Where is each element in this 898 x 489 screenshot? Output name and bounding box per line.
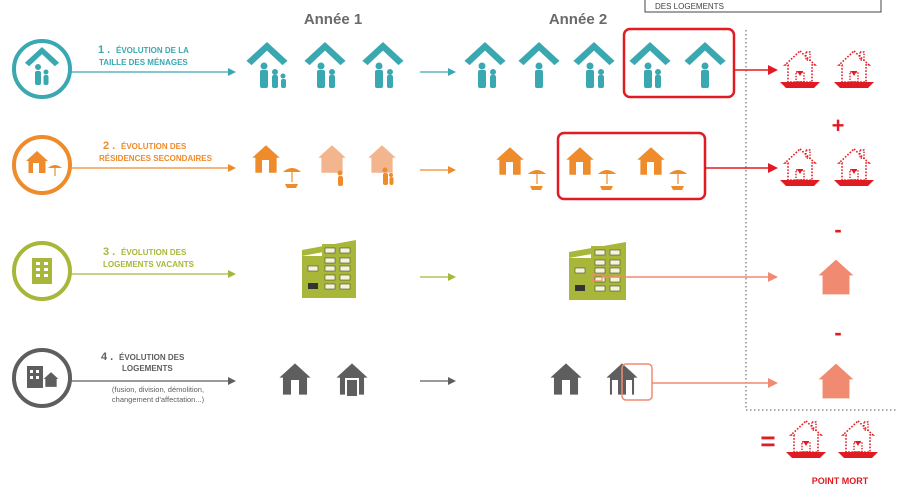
row-title-line2: TAILLE DES MÉNAGES	[99, 58, 188, 67]
new-house-icon	[838, 420, 878, 458]
split-house-icon	[606, 363, 638, 396]
row-dwelling-stock: 4 . ÉVOLUTION DES LOGEMENTS (fusion, div…	[12, 348, 854, 408]
arrow	[71, 270, 236, 278]
year2-family-houses	[464, 42, 726, 88]
arrow	[71, 164, 236, 172]
top-info-box: DES LOGEMENTS	[644, 0, 882, 13]
house-icon	[550, 363, 582, 396]
duplex-house-icon	[336, 363, 368, 396]
new-house-icon	[834, 148, 874, 186]
row-title-line2: LOGEMENTS	[122, 364, 173, 373]
change-highlight-box	[621, 363, 653, 401]
buildings-icon	[12, 348, 72, 408]
house-icon	[818, 363, 854, 399]
house-icon	[279, 363, 311, 396]
year2-homes	[496, 147, 687, 190]
arrow	[705, 163, 778, 173]
minus-operator: -	[834, 320, 841, 345]
row-number: 2 .	[103, 140, 115, 152]
single-person-house-icon	[684, 42, 726, 88]
new-house-icon	[786, 420, 826, 458]
highlight-box	[556, 131, 707, 201]
couple-house-icon	[629, 42, 671, 88]
apartment-building-icon	[12, 241, 72, 301]
apartment-building-icon	[302, 240, 356, 298]
row-number: 3 .	[103, 246, 115, 258]
result-label: POINT MORT	[812, 476, 869, 486]
apartment-building-icon	[569, 242, 626, 300]
year2-label: Année 2	[549, 11, 607, 28]
result-point-mort: = POINT MORT	[760, 420, 878, 486]
row-vacant-dwellings: 3 . ÉVOLUTION DES LOGEMENTS VACANTS	[12, 240, 854, 301]
holiday-house-icon	[12, 135, 72, 195]
family-house-icon	[573, 42, 615, 88]
holiday-house-icon	[566, 147, 616, 190]
plus-operator: +	[832, 113, 845, 138]
single-person-house-icon	[518, 42, 560, 88]
new-house-icon	[834, 50, 874, 88]
year1-family-houses	[246, 42, 404, 88]
row-title-line1: ÉVOLUTION DES	[121, 248, 187, 257]
family-house-icon	[246, 42, 288, 88]
holiday-house-icon	[252, 145, 301, 188]
equals-operator: =	[760, 426, 775, 456]
year1-dwellings	[279, 363, 368, 396]
arrow	[71, 68, 236, 76]
family-house-icon	[464, 42, 506, 88]
row-note-line1: (fusion, division, démolition,	[112, 385, 204, 394]
family-house-icon	[304, 42, 346, 88]
new-house-icon	[780, 50, 820, 88]
arrow	[734, 65, 778, 75]
arrow	[420, 68, 456, 76]
main-residence-house-icon	[368, 145, 396, 185]
row-household-size: 1 . ÉVOLUTION DE LA TAILLE DES MÉNAGES	[12, 27, 874, 99]
row-number: 4 .	[101, 351, 113, 363]
arrow	[602, 272, 778, 282]
row-title-line2: RÉSIDENCES SECONDAIRES	[99, 154, 213, 163]
main-residence-house-icon	[318, 145, 346, 186]
row-title-line2: LOGEMENTS VACANTS	[103, 260, 195, 269]
year2-dwellings	[550, 363, 638, 396]
family-house-icon	[12, 39, 72, 99]
arrow	[420, 273, 456, 281]
family-house-icon	[362, 42, 404, 88]
year1-homes	[252, 145, 396, 188]
arrow	[420, 166, 456, 174]
top-info-box-text: DES LOGEMENTS	[655, 2, 724, 11]
holiday-house-icon	[496, 147, 546, 190]
row-title-line1: ÉVOLUTION DES	[121, 142, 187, 151]
new-house-icon	[780, 148, 820, 186]
house-icon	[818, 259, 854, 295]
row-number: 1 .	[98, 44, 110, 56]
highlight-box	[622, 27, 736, 99]
row-title-line1: ÉVOLUTION DES	[119, 353, 185, 362]
row-secondary-homes: 2 . ÉVOLUTION DES RÉSIDENCES SECONDAIRES	[12, 131, 874, 201]
holiday-house-icon	[637, 147, 687, 190]
row-note-line2: changement d'affectation...)	[112, 395, 205, 404]
arrow	[420, 377, 456, 385]
arrow	[71, 377, 236, 385]
year1-label: Année 1	[304, 11, 362, 28]
row-title-line1: ÉVOLUTION DE LA	[116, 46, 189, 55]
minus-operator: -	[834, 217, 841, 242]
arrow	[652, 378, 778, 388]
svg-text:1 .: 1 .	[98, 44, 110, 56]
